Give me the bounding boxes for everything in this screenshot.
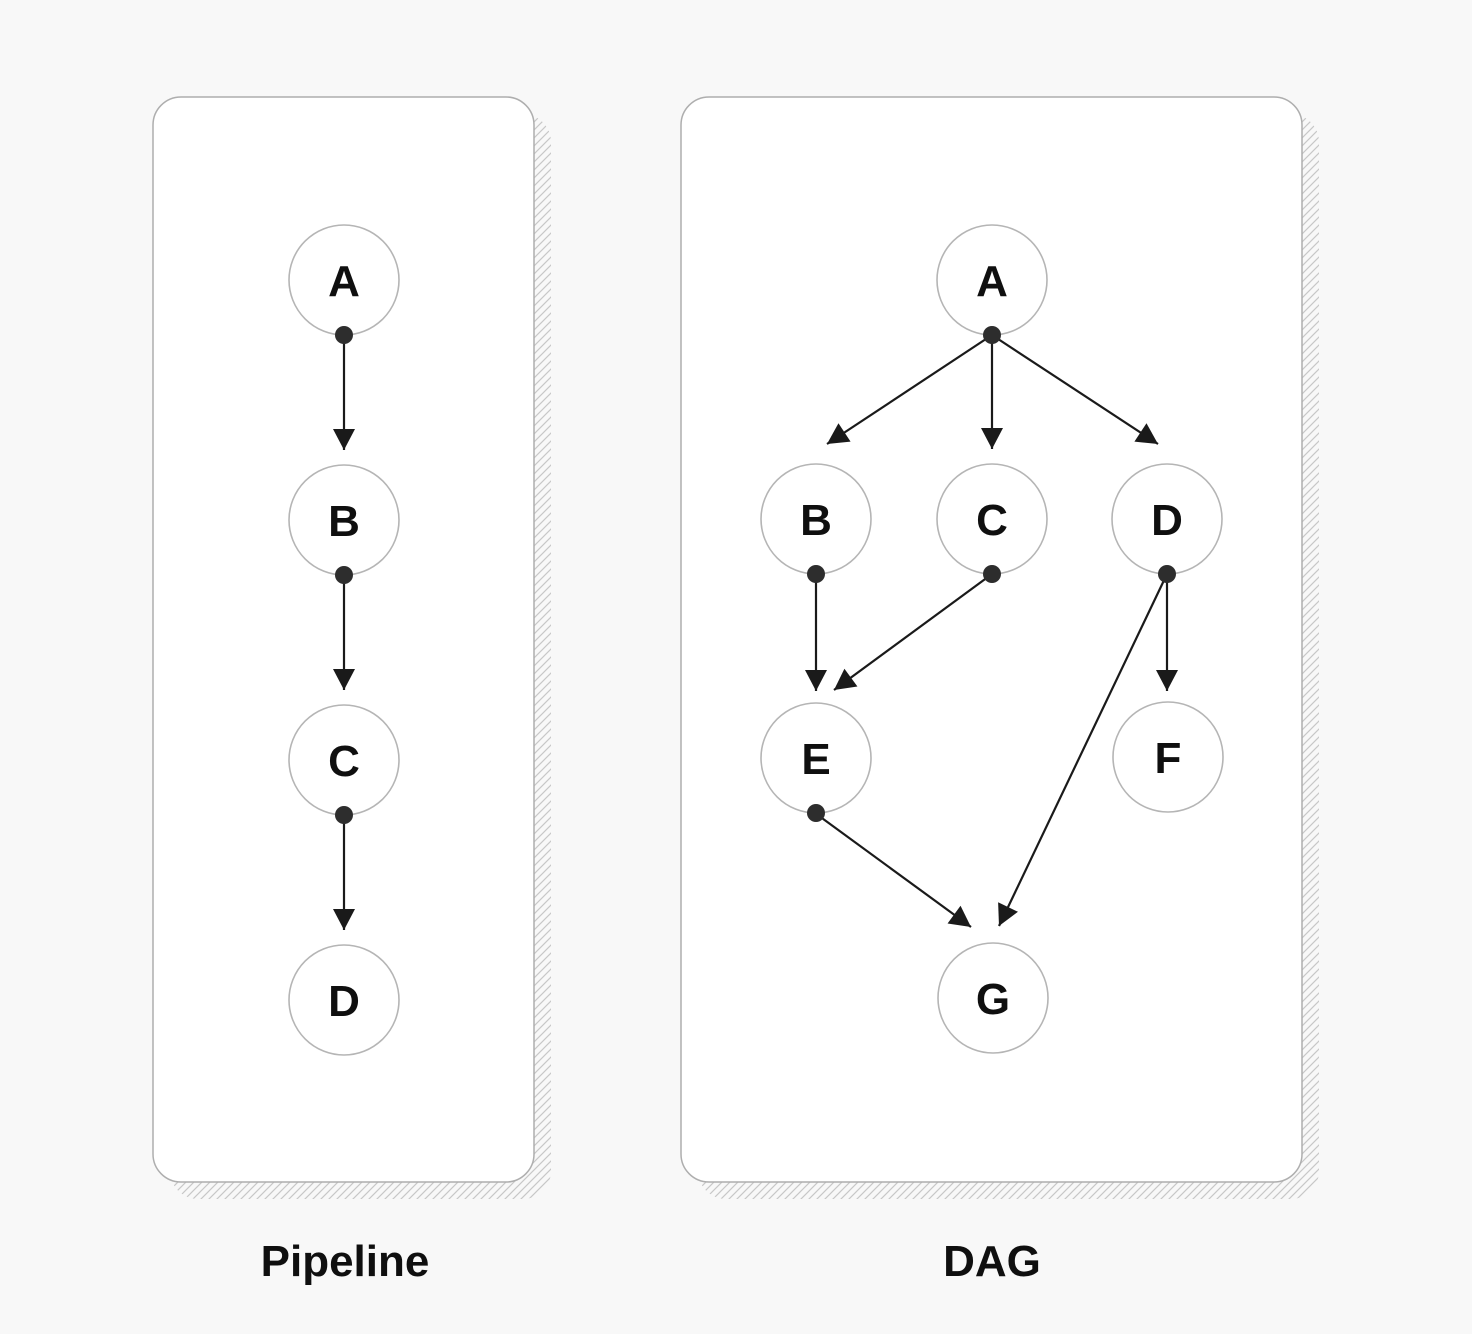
output-port-dot (983, 565, 1001, 583)
node-label: C (328, 737, 360, 786)
output-port-dot (983, 326, 1001, 344)
edge-E-G-arrow (814, 812, 972, 928)
node-dag-F: F (1112, 701, 1224, 813)
node-label: A (328, 257, 360, 306)
node-dag-D: D (1111, 463, 1223, 583)
node-label: F (1155, 734, 1182, 783)
panel-dag: A B C D E F G DAG (680, 96, 1319, 1286)
panel-caption: DAG (943, 1237, 1041, 1286)
node-label: A (976, 257, 1008, 306)
panel-pipeline: A B C D Pipeline (152, 96, 551, 1286)
panel-caption: Pipeline (261, 1237, 430, 1286)
node-circle (937, 942, 1049, 1054)
edge-A-D-arrow (991, 334, 1159, 445)
node-dag-C: C (936, 463, 1048, 583)
node-circle (1112, 701, 1224, 813)
node-circle (288, 944, 400, 1056)
output-port-dot (335, 806, 353, 824)
output-port-dot (807, 565, 825, 583)
panel-frame (680, 96, 1303, 1183)
node-label: E (801, 735, 830, 784)
node-label: B (328, 497, 360, 546)
node-label: C (976, 496, 1008, 545)
node-label: D (328, 977, 360, 1026)
node-pipeline-B: B (288, 464, 400, 584)
edge-A-B-arrow (826, 334, 993, 445)
node-dag-A: A (936, 224, 1048, 344)
edge-D-G-arrow (998, 573, 1168, 927)
node-dag-B: B (760, 463, 872, 583)
output-port-dot (335, 326, 353, 344)
output-port-dot (807, 804, 825, 822)
output-port-dot (1158, 565, 1176, 583)
node-pipeline-D: D (288, 944, 400, 1056)
node-label: G (976, 975, 1010, 1024)
node-label: B (800, 496, 832, 545)
node-pipeline-A: A (288, 224, 400, 344)
node-pipeline-C: C (288, 704, 400, 824)
output-port-dot (335, 566, 353, 584)
edge-C-E-arrow (833, 573, 993, 691)
node-dag-G: G (937, 942, 1049, 1054)
node-dag-E: E (760, 702, 872, 822)
node-label: D (1151, 496, 1183, 545)
